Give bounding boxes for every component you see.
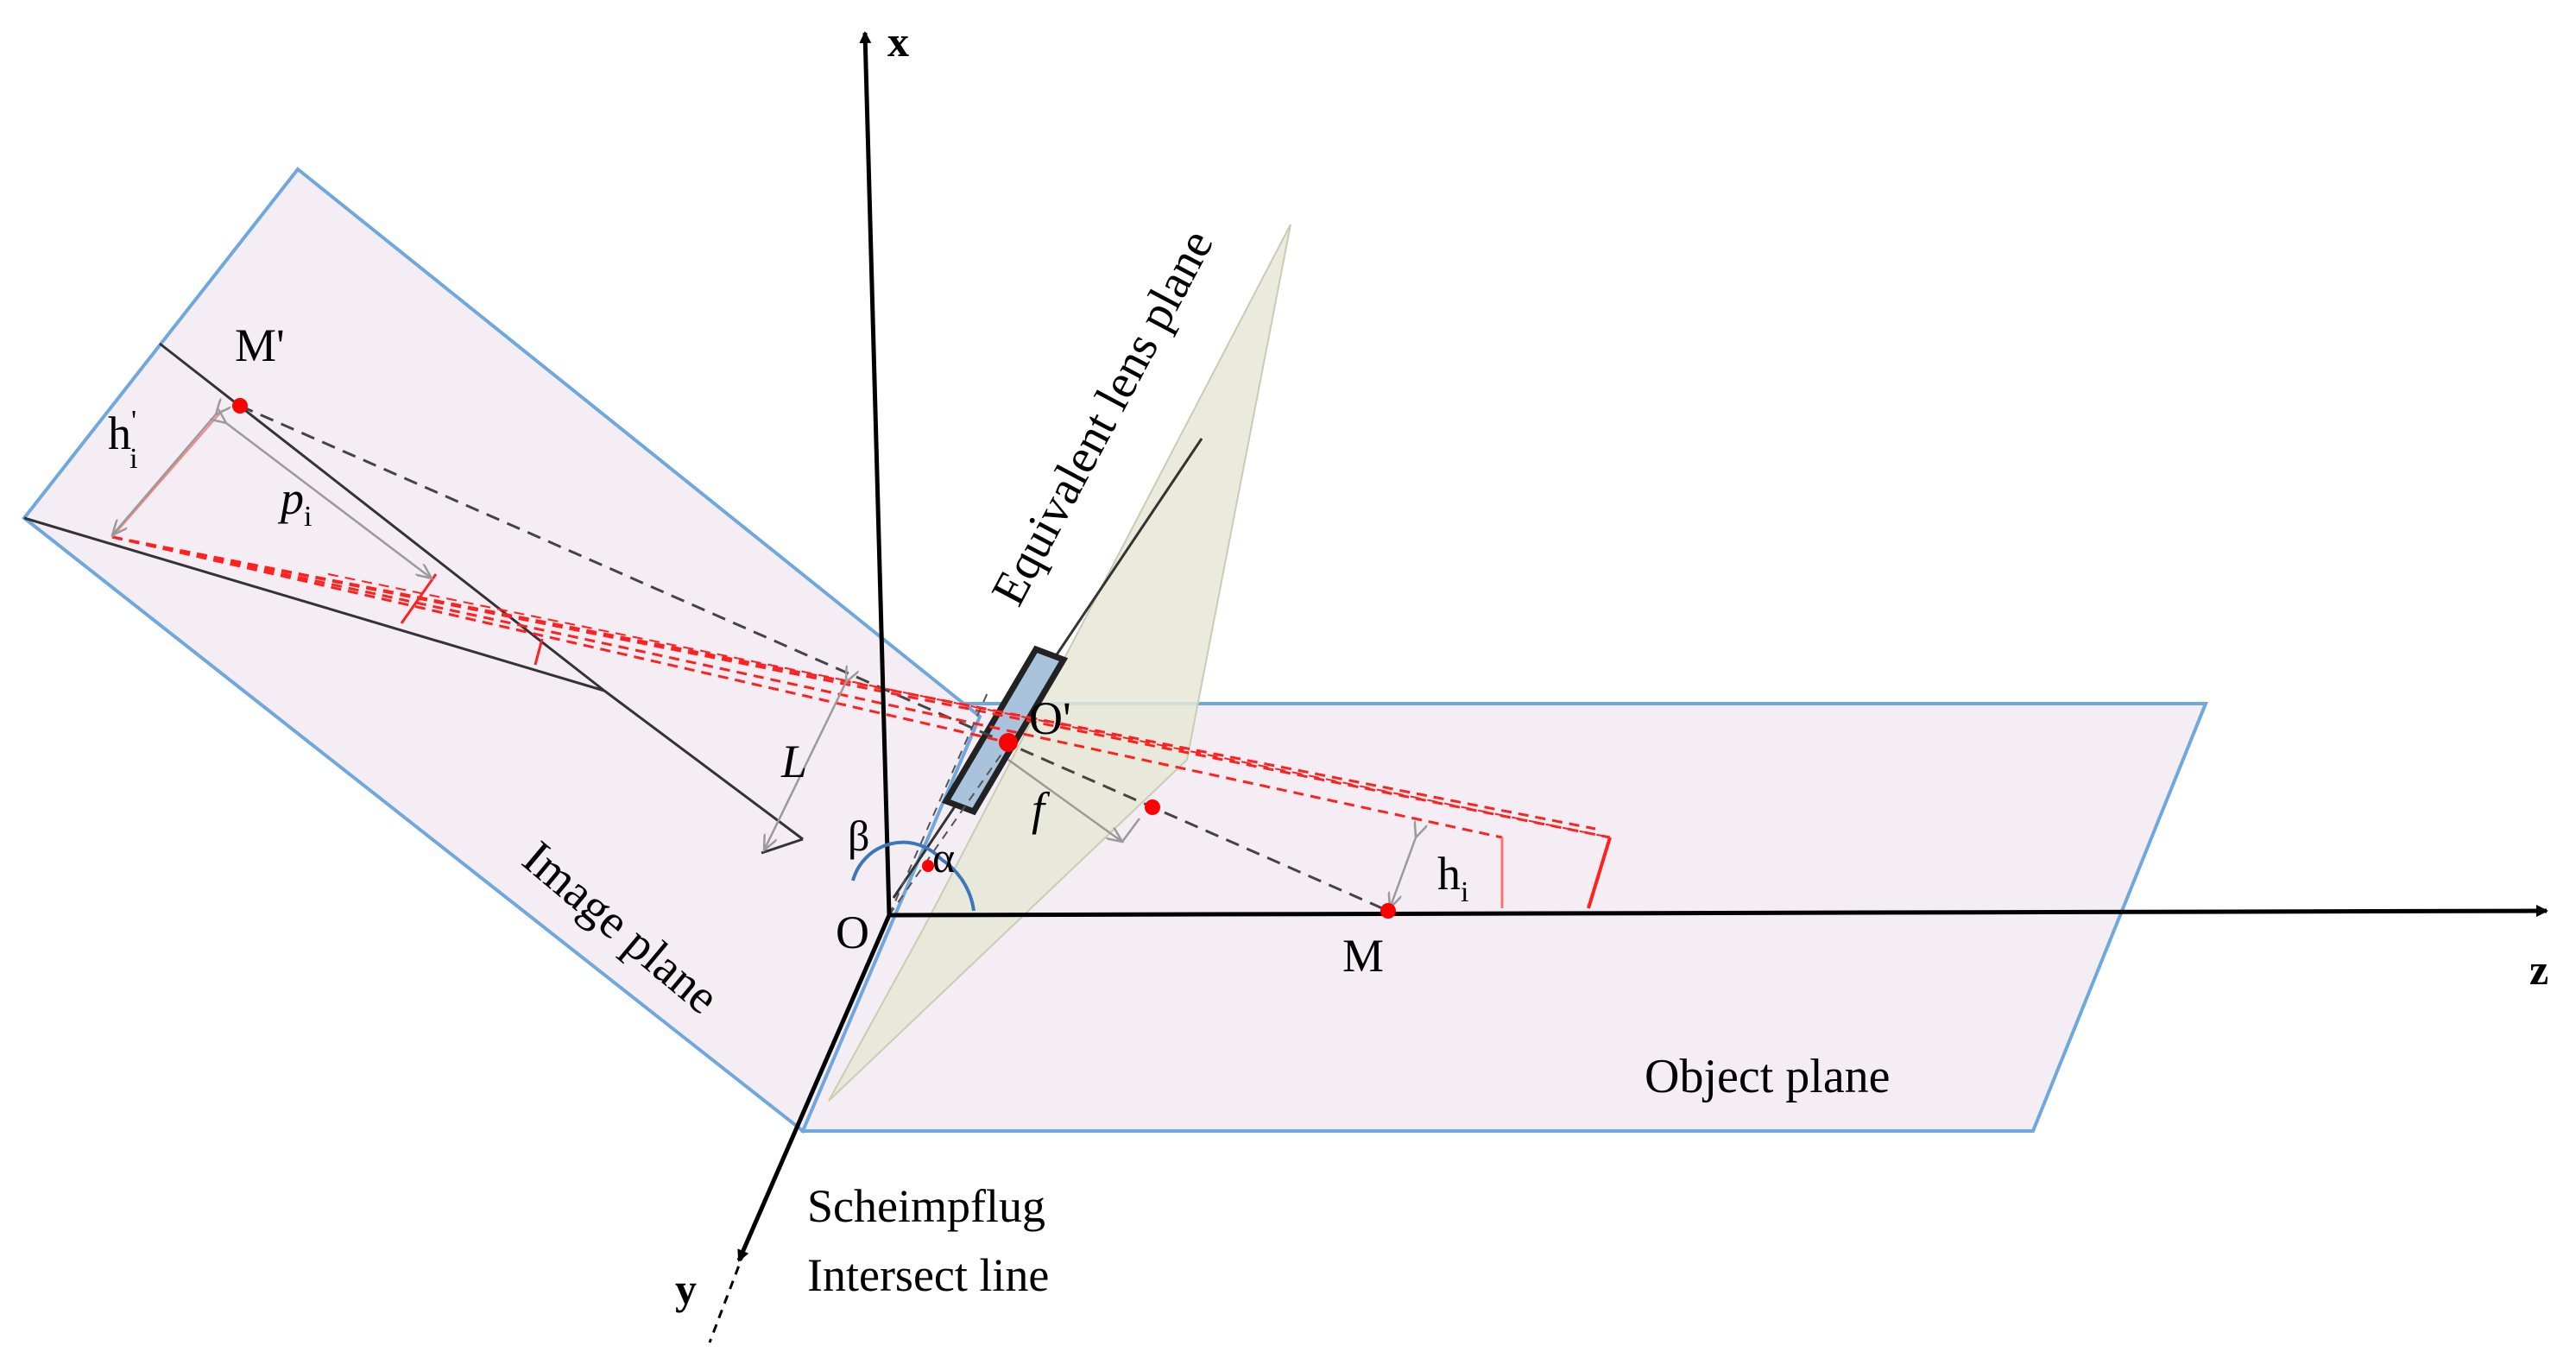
y-axis-dashed <box>708 1251 746 1343</box>
beta-arc <box>851 840 943 881</box>
red-tick-1 <box>400 573 438 624</box>
scheimpflug-label-line2: Intersect line <box>807 1249 1049 1301</box>
helper-dash-2 <box>888 743 1009 916</box>
red-ray-3 <box>111 535 1611 839</box>
x-axis <box>859 31 892 916</box>
lens-body <box>941 645 1069 816</box>
dim-pi <box>226 423 432 578</box>
axis-z-label: z <box>2529 945 2548 994</box>
dim-f-tick <box>1121 818 1141 843</box>
y-axis <box>736 914 892 1262</box>
object-point-label: M <box>1342 930 1384 982</box>
red-ray-5 <box>327 573 1611 838</box>
pi-label: pi <box>277 472 312 533</box>
alpha-arc <box>939 857 975 912</box>
dim-hi <box>1390 837 1416 908</box>
dim-f <box>1007 758 1122 842</box>
lens-center-label: O' <box>1029 692 1071 744</box>
point-origin-mark <box>922 860 934 872</box>
point-m-prime <box>232 398 248 414</box>
scheimpflug-label-line1: Scheimpflug <box>807 1180 1045 1232</box>
image-plane <box>22 167 982 1134</box>
dim-hi-prime <box>112 414 216 535</box>
helper-dash-1 <box>888 690 989 916</box>
axis-x-label: x <box>887 17 909 66</box>
point-m <box>1380 903 1396 919</box>
origin-label: O <box>836 907 869 958</box>
image-point-label: M' <box>235 319 285 371</box>
beta-label: β <box>848 812 869 860</box>
hi-label: hi <box>1437 848 1468 908</box>
point-f <box>1145 799 1160 815</box>
image-line-lower <box>23 516 605 692</box>
red-ray-4 <box>111 535 1596 831</box>
hi-prime-label: h'i <box>108 405 138 475</box>
object-plane-label: Object plane <box>1645 1050 1891 1103</box>
point-o-prime <box>999 733 1018 752</box>
z-axis <box>888 905 2548 918</box>
axis-y-label: y <box>675 1265 697 1313</box>
red-tick-2 <box>534 638 544 666</box>
alpha-label: α <box>932 833 955 881</box>
red-tick-far <box>1587 837 1612 909</box>
dist-l-label: L <box>780 736 807 787</box>
dim-L <box>764 682 846 850</box>
